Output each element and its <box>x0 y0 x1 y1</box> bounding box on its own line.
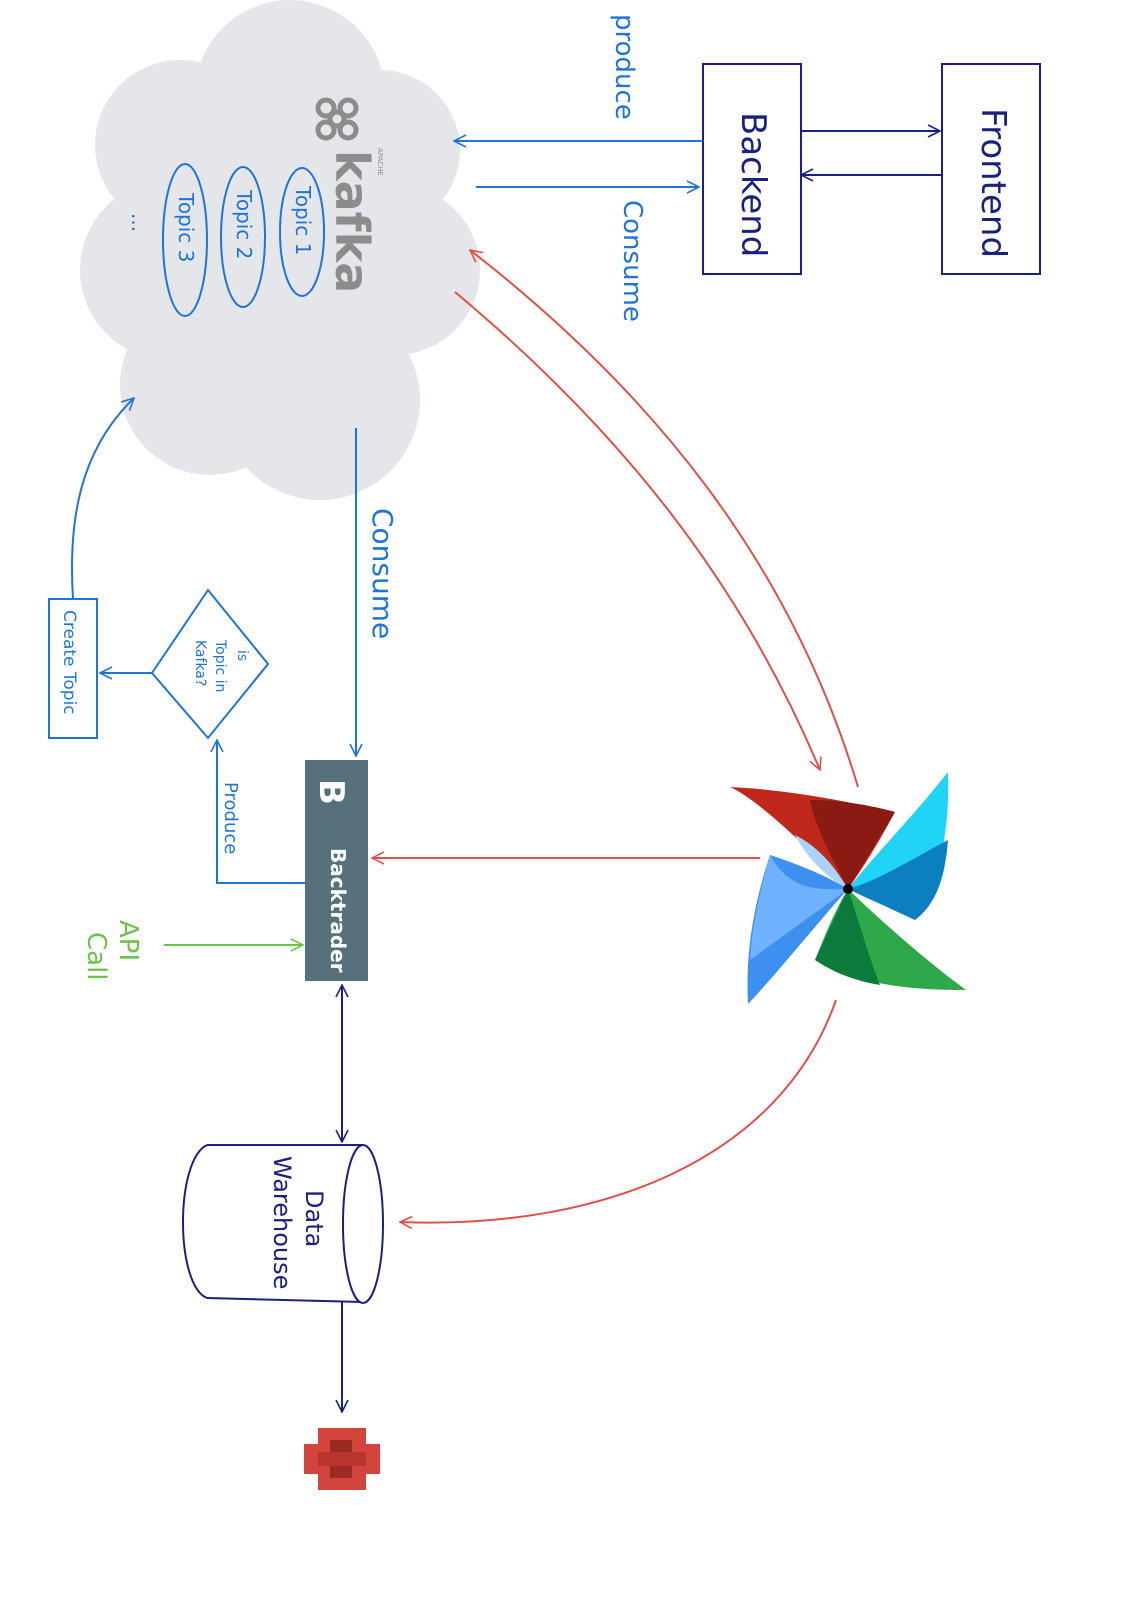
kafka-apache-label: APACHE <box>376 148 384 176</box>
topic-1: Topic 1 <box>279 167 325 297</box>
consume-top-label: Consume <box>617 200 647 322</box>
airflow-to-warehouse-arrow <box>400 999 837 1223</box>
data-warehouse-line2: Warehouse <box>268 1156 296 1289</box>
data-warehouse-line1: Data <box>300 1190 328 1247</box>
svg-text:Topic 2: Topic 2 <box>232 189 256 259</box>
create-topic-box: Create Topic <box>48 598 98 739</box>
backend-label: Backend <box>733 112 773 257</box>
create-topic-label: Create Topic <box>59 610 79 715</box>
consume-mid-label: Consume <box>366 508 399 639</box>
kafka-to-airflow-arrow <box>454 291 820 770</box>
kafka-logo-icon <box>315 97 359 141</box>
data-warehouse-cylinder: Data Warehouse <box>182 1144 384 1304</box>
svg-text:Topic in: Topic in <box>212 639 228 692</box>
topic-3: Topic 3 <box>162 163 208 317</box>
backtrader-box: B Backtrader <box>305 760 368 981</box>
backtrader-logo-icon: B <box>311 779 351 805</box>
api-call-label-line1: API <box>113 920 143 961</box>
svg-text:Topic 1: Topic 1 <box>291 185 315 255</box>
produce-top-label: produce <box>609 14 639 120</box>
topic-check-decision: is Topic in Kafka? <box>150 588 270 740</box>
produce-side-label: Produce <box>220 782 241 854</box>
topic-2: Topic 2 <box>220 166 266 308</box>
airflow-pinwheel-icon <box>730 772 966 1004</box>
topics-ellipsis: ... <box>127 213 151 232</box>
kafka-reg-mark: ® <box>342 238 352 247</box>
aws-service-icon <box>304 1428 380 1490</box>
frontend-box: Frontend <box>941 63 1041 275</box>
svg-text:is: is <box>234 650 250 661</box>
svg-text:Kafka?: Kafka? <box>192 640 208 686</box>
backtrader-logo-letter: B <box>311 779 351 805</box>
kafka-cloud: kafka APACHE ® Topic 1 Topic 2 Topic 3 .… <box>80 0 480 500</box>
frontend-label: Frontend <box>973 108 1013 258</box>
airflow-to-kafka-arrow <box>470 250 859 788</box>
svg-text:Topic 3: Topic 3 <box>174 192 198 262</box>
backtrader-label: Backtrader <box>326 848 350 973</box>
create-topic-to-kafka-arrow <box>70 398 134 600</box>
produce-to-decision-arrow <box>217 740 305 884</box>
backend-box: Backend <box>702 63 802 275</box>
api-call-label-line2: Call <box>81 932 111 981</box>
kafka-wordmark: kafka <box>325 150 379 293</box>
